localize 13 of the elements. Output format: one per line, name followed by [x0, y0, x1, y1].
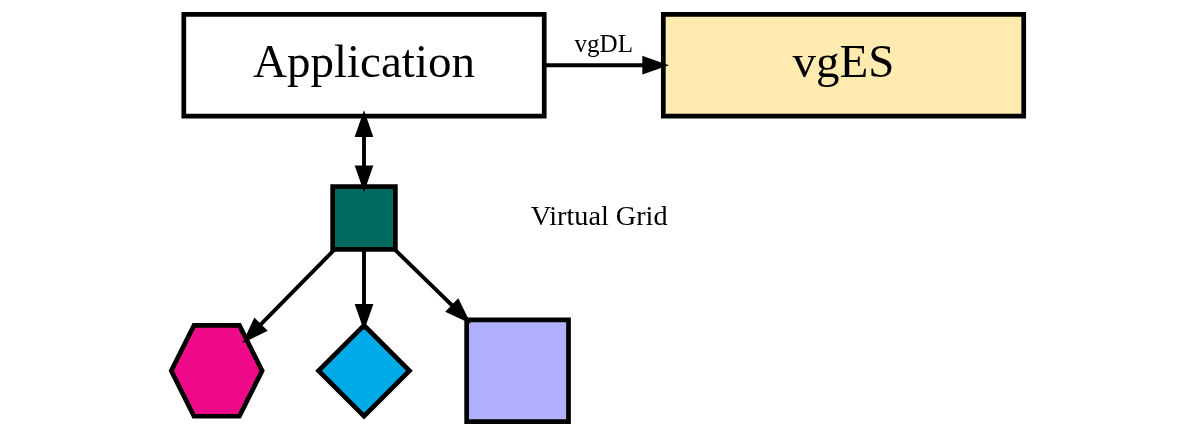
node-diamond — [314, 322, 413, 420]
node-cross — [329, 184, 398, 252]
edge-label: vgDL — [574, 30, 633, 58]
node-hexagon — [168, 323, 265, 419]
arrow — [354, 249, 373, 331]
arrow — [393, 248, 471, 324]
arrow — [241, 248, 336, 344]
arrow — [544, 55, 669, 75]
node-box: vgES — [660, 11, 1026, 119]
node-box — [463, 317, 571, 425]
node-box: Application — [180, 11, 547, 119]
label: Virtual Grid — [530, 199, 667, 231]
arrow — [354, 110, 373, 193]
